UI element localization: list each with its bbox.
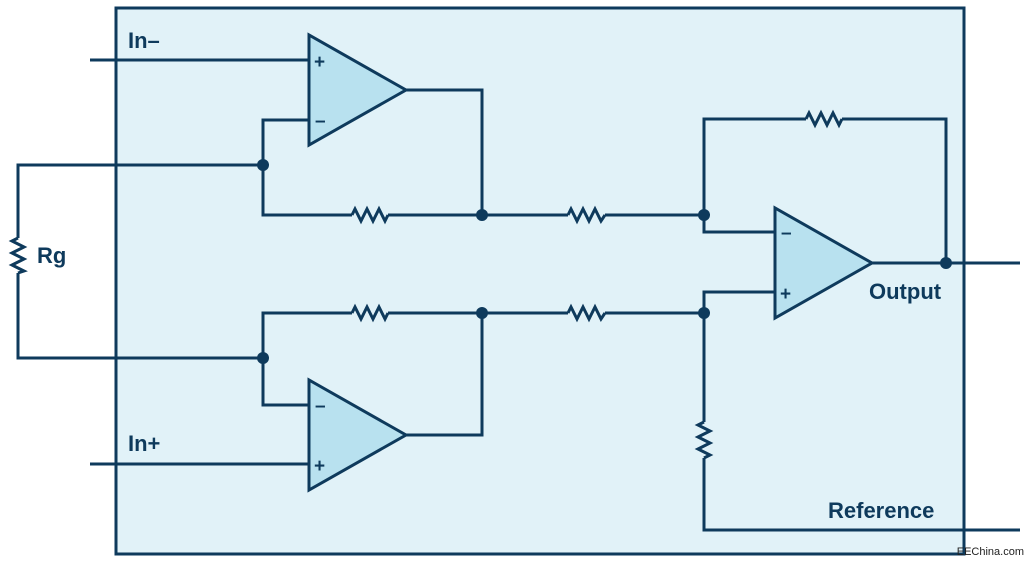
resistor-top-feedback [350, 205, 390, 225]
op-amps [307, 32, 876, 493]
wire-out-amp-plus [702, 290, 776, 422]
junction-dot [257, 159, 269, 171]
label-rg: Rg [37, 243, 66, 268]
op-amp-top [307, 32, 410, 148]
junction-dot [257, 352, 269, 364]
junctions [257, 159, 952, 364]
resistor-top-diff [566, 205, 607, 225]
junction-dot [698, 209, 710, 221]
resistor-rg [8, 236, 28, 275]
label-in-minus: In– [128, 28, 160, 53]
junction-dot [698, 307, 710, 319]
wire-rg-bottom [16, 273, 263, 360]
label-reference: Reference [828, 498, 934, 523]
op-amp-output [773, 205, 876, 321]
resistor-bottom-diff [566, 303, 607, 323]
output-amp-minus-sign: – [781, 223, 792, 244]
wire-out-feedback-right [842, 117, 948, 263]
label-in-plus: In+ [128, 431, 160, 456]
wire-rg-top [16, 163, 263, 238]
wire-out-feedback-left [702, 117, 806, 215]
resistor-reference [694, 420, 714, 460]
resistor-bottom-feedback [350, 303, 390, 323]
resistor-output-feedback [804, 109, 844, 129]
wire-top-amp-output [404, 88, 484, 215]
op-amp-bottom [307, 377, 410, 493]
bottom-amp-plus-sign: + [314, 456, 325, 477]
watermark-text: EEChina.com [957, 546, 1024, 558]
top-amp-minus-sign: – [315, 111, 326, 132]
resistors [8, 109, 844, 460]
junction-dot [476, 209, 488, 221]
bottom-amp-minus-sign: – [315, 396, 326, 417]
wire-reference [702, 458, 1020, 532]
top-amp-plus-sign: + [314, 52, 325, 73]
junction-dot [940, 257, 952, 269]
label-output: Output [869, 279, 942, 304]
op-amp-signs: + – – + – + [314, 52, 792, 477]
output-amp-plus-sign: + [780, 284, 791, 305]
wire-bottom-amp-output [404, 313, 484, 437]
junction-dot [476, 307, 488, 319]
